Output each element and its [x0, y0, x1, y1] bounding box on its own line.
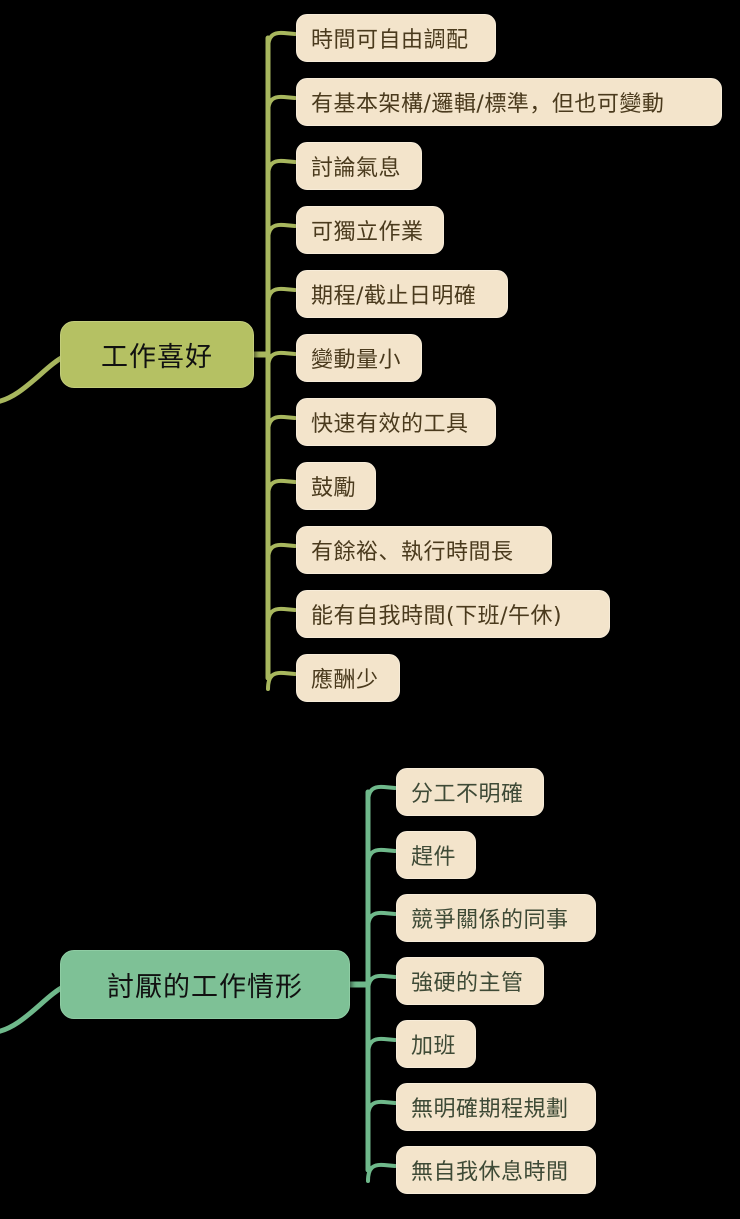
leaf-connector-disliked-work-situations-0: [366, 784, 397, 805]
leaf-connector-work-preferences-8: [266, 542, 297, 563]
leaf-node-label: 強硬的主管: [411, 971, 524, 996]
leaf-node[interactable]: 快速有效的工具: [296, 398, 496, 446]
leaf-node[interactable]: 時間可自由調配: [296, 14, 496, 62]
leaf-node[interactable]: 有基本架構/邏輯/標準，但也可變動: [296, 78, 722, 126]
leaf-node[interactable]: 討論氣息: [296, 142, 422, 190]
leaf-node-label: 鼓勵: [311, 476, 357, 501]
leaf-node-label: 分工不明確: [411, 782, 524, 807]
branch-node-work-preferences[interactable]: 工作喜好: [60, 321, 254, 388]
leaf-connector-work-preferences-5: [266, 350, 297, 371]
leaf-node[interactable]: 競爭關係的同事: [396, 894, 596, 942]
leaf-node-label: 討論氣息: [311, 156, 402, 181]
leaf-node[interactable]: 期程/截止日明確: [296, 270, 508, 318]
branch-node-disliked-work-situations[interactable]: 討厭的工作情形: [60, 950, 350, 1019]
leaf-connector-disliked-work-situations-5: [366, 1099, 397, 1120]
branch-root-connector-disliked-work-situations: [0, 984, 67, 1034]
leaf-node[interactable]: 強硬的主管: [396, 957, 544, 1005]
leaf-node-label: 快速有效的工具: [311, 412, 469, 437]
leaf-node-label: 加班: [411, 1034, 457, 1059]
leaf-node-label: 無明確期程規劃: [411, 1097, 569, 1122]
leaf-connector-disliked-work-situations-6: [366, 1162, 397, 1183]
leaf-node[interactable]: 無自我休息時間: [396, 1146, 596, 1194]
leaf-node-label: 期程/截止日明確: [311, 284, 477, 309]
leaf-connector-disliked-work-situations-4: [366, 1036, 397, 1057]
leaf-connector-work-preferences-10: [266, 670, 297, 691]
leaf-node-label: 時間可自由調配: [311, 28, 469, 53]
leaf-connector-work-preferences-0: [266, 30, 297, 51]
leaf-node[interactable]: 有餘裕、執行時間長: [296, 526, 552, 574]
leaf-node-label: 競爭關係的同事: [411, 908, 569, 933]
leaf-node[interactable]: 無明確期程規劃: [396, 1083, 596, 1131]
leaf-connector-work-preferences-1: [266, 94, 297, 115]
leaf-connector-work-preferences-2: [266, 158, 297, 179]
leaf-connector-work-preferences-9: [266, 606, 297, 627]
leaf-node[interactable]: 鼓勵: [296, 462, 376, 510]
leaf-node-label: 無自我休息時間: [411, 1160, 569, 1185]
branch-node-label: 討厭的工作情形: [107, 972, 303, 1003]
leaf-node-label: 有餘裕、執行時間長: [311, 540, 514, 565]
leaf-connector-work-preferences-7: [266, 478, 297, 499]
leaf-node[interactable]: 趕件: [396, 831, 476, 879]
leaf-node[interactable]: 分工不明確: [396, 768, 544, 816]
leaf-connector-disliked-work-situations-2: [366, 910, 397, 931]
branch-root-connector-work-preferences: [0, 354, 67, 404]
leaf-node[interactable]: 應酬少: [296, 654, 400, 702]
leaf-node-label: 應酬少: [311, 668, 379, 693]
leaf-connector-work-preferences-4: [266, 286, 297, 307]
leaf-connector-disliked-work-situations-3: [366, 973, 397, 994]
leaf-connector-disliked-work-situations-1: [366, 847, 397, 868]
leaf-node[interactable]: 加班: [396, 1020, 476, 1068]
leaf-connector-work-preferences-3: [266, 222, 297, 243]
leaf-node[interactable]: 變動量小: [296, 334, 422, 382]
leaf-node-label: 趕件: [411, 845, 457, 870]
leaf-node-label: 變動量小: [311, 348, 402, 373]
leaf-node-label: 能有自我時間(下班/午休): [311, 604, 563, 629]
branch-node-label: 工作喜好: [101, 342, 213, 373]
leaf-node-label: 可獨立作業: [311, 220, 424, 245]
leaf-node-label: 有基本架構/邏輯/標準，但也可變動: [311, 92, 665, 117]
leaf-node[interactable]: 可獨立作業: [296, 206, 444, 254]
leaf-connector-work-preferences-6: [266, 414, 297, 435]
leaf-node[interactable]: 能有自我時間(下班/午休): [296, 590, 610, 638]
